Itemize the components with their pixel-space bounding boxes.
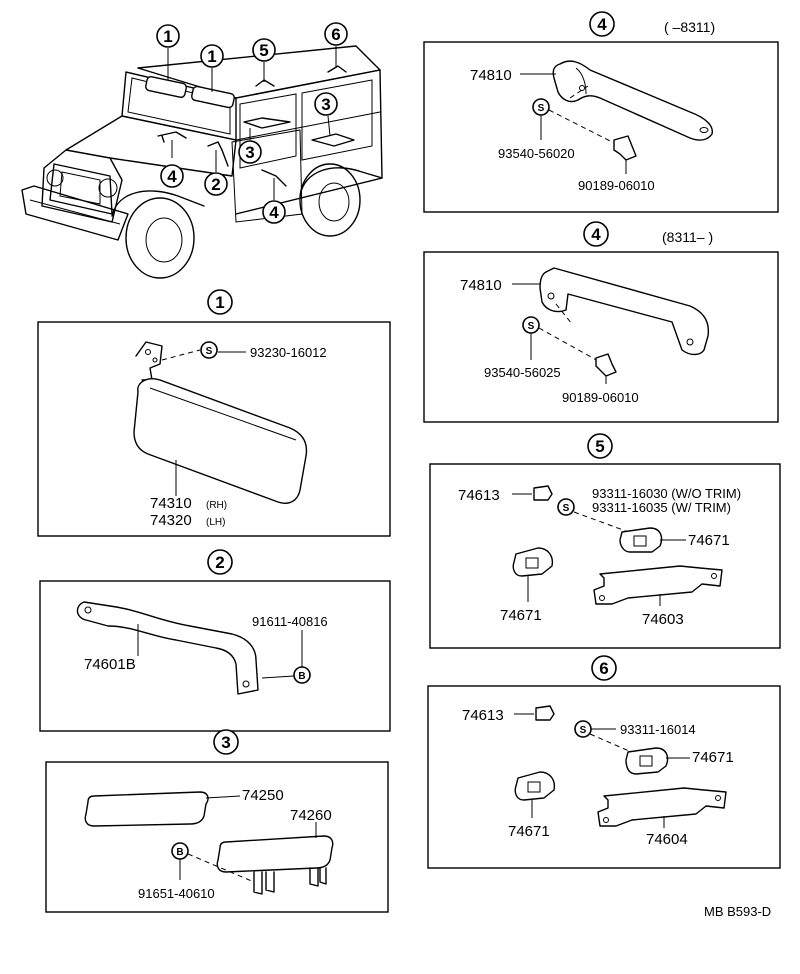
svg-text:91611-40816: 91611-40816 xyxy=(252,614,328,629)
section-1-sun-visor: 1 S 93230-16012 74310 (RH) 74320 (LH) xyxy=(37,289,391,537)
svg-text:5: 5 xyxy=(259,41,268,60)
callout-1a: 1 xyxy=(156,24,180,48)
svg-text:4: 4 xyxy=(269,203,279,222)
svg-text:93540-56025: 93540-56025 xyxy=(484,365,561,380)
svg-text:1: 1 xyxy=(163,27,172,46)
section-4-grip-after-8311: 4 (8311– ) 74810 S 93540-56025 90189-060… xyxy=(423,221,779,423)
svg-text:90189-06010: 90189-06010 xyxy=(578,178,655,193)
svg-text:74810: 74810 xyxy=(460,277,502,294)
svg-text:74603: 74603 xyxy=(642,611,684,628)
svg-text:6: 6 xyxy=(599,659,608,678)
svg-text:90189-06010: 90189-06010 xyxy=(562,390,639,405)
svg-text:(RH): (RH) xyxy=(206,500,227,511)
svg-text:93311-16014: 93311-16014 xyxy=(620,722,696,737)
svg-text:4: 4 xyxy=(167,167,177,186)
svg-text:( –8311): ( –8311) xyxy=(664,19,715,35)
callout-6: 6 xyxy=(324,22,348,46)
svg-text:93311-16035 (W/ TRIM): 93311-16035 (W/ TRIM) xyxy=(592,500,731,515)
diagram-code: MB B593-D xyxy=(704,904,771,919)
callout-5: 5 xyxy=(252,38,276,62)
callout-2: 2 xyxy=(204,172,228,196)
svg-text:74613: 74613 xyxy=(458,487,500,504)
svg-text:4: 4 xyxy=(597,15,607,34)
svg-text:93311-16030 (W/O TRIM): 93311-16030 (W/O TRIM) xyxy=(592,486,741,501)
svg-text:74671: 74671 xyxy=(688,532,730,549)
svg-text:3: 3 xyxy=(245,143,254,162)
svg-text:74604: 74604 xyxy=(646,831,688,848)
section-5-roof-grip: 5 74613 S 93311-16030 (W/O TRIM) 93311-1… xyxy=(429,433,781,649)
svg-text:2: 2 xyxy=(215,553,224,572)
callout-3b: 3 xyxy=(238,140,262,164)
svg-text:B: B xyxy=(298,671,305,682)
svg-text:3: 3 xyxy=(321,95,330,114)
svg-text:S: S xyxy=(563,503,570,514)
svg-text:(8311– ): (8311– ) xyxy=(662,229,713,245)
callout-1b: 1 xyxy=(200,44,224,68)
callout-4a: 4 xyxy=(160,164,184,188)
svg-text:74671: 74671 xyxy=(692,749,734,766)
svg-text:93540-56020: 93540-56020 xyxy=(498,146,575,161)
svg-text:5: 5 xyxy=(595,437,604,456)
section-3-armrest: 3 74250 74260 B 91651-40610 xyxy=(45,729,389,913)
svg-text:S: S xyxy=(538,103,545,114)
svg-text:74260: 74260 xyxy=(290,807,332,824)
svg-text:1: 1 xyxy=(215,293,224,312)
svg-text:74671: 74671 xyxy=(500,607,542,624)
svg-text:93230-16012: 93230-16012 xyxy=(250,345,327,360)
svg-text:74613: 74613 xyxy=(462,707,504,724)
svg-text:91651-40610: 91651-40610 xyxy=(138,886,215,901)
svg-text:74310: 74310 xyxy=(150,495,192,512)
svg-text:B: B xyxy=(176,847,183,858)
callout-4b: 4 xyxy=(262,200,286,224)
svg-text:2: 2 xyxy=(211,175,220,194)
svg-text:74250: 74250 xyxy=(242,787,284,804)
svg-text:74671: 74671 xyxy=(508,823,550,840)
section-6-roof-grip: 6 74613 S 93311-16014 74671 74671 74604 xyxy=(427,655,781,869)
vehicle-overview: 1 1 5 6 3 3 4 2 4 xyxy=(21,22,383,279)
svg-text:(LH): (LH) xyxy=(206,517,225,528)
svg-text:1: 1 xyxy=(207,47,216,66)
svg-text:S: S xyxy=(206,346,213,357)
svg-text:74320: 74320 xyxy=(150,512,192,529)
svg-text:6: 6 xyxy=(331,25,340,44)
svg-text:74601B: 74601B xyxy=(84,656,136,673)
svg-text:4: 4 xyxy=(591,225,601,244)
section-2-assist-grip: 2 74601B B 91611-40816 xyxy=(39,549,391,732)
svg-text:74810: 74810 xyxy=(470,67,512,84)
svg-text:3: 3 xyxy=(221,733,230,752)
svg-text:S: S xyxy=(580,725,587,736)
callout-3a: 3 xyxy=(314,92,338,116)
svg-text:S: S xyxy=(528,321,535,332)
section-4-grip-before-8311: 4 ( –8311) 74810 S 93540-56020 90189-060… xyxy=(423,11,779,213)
